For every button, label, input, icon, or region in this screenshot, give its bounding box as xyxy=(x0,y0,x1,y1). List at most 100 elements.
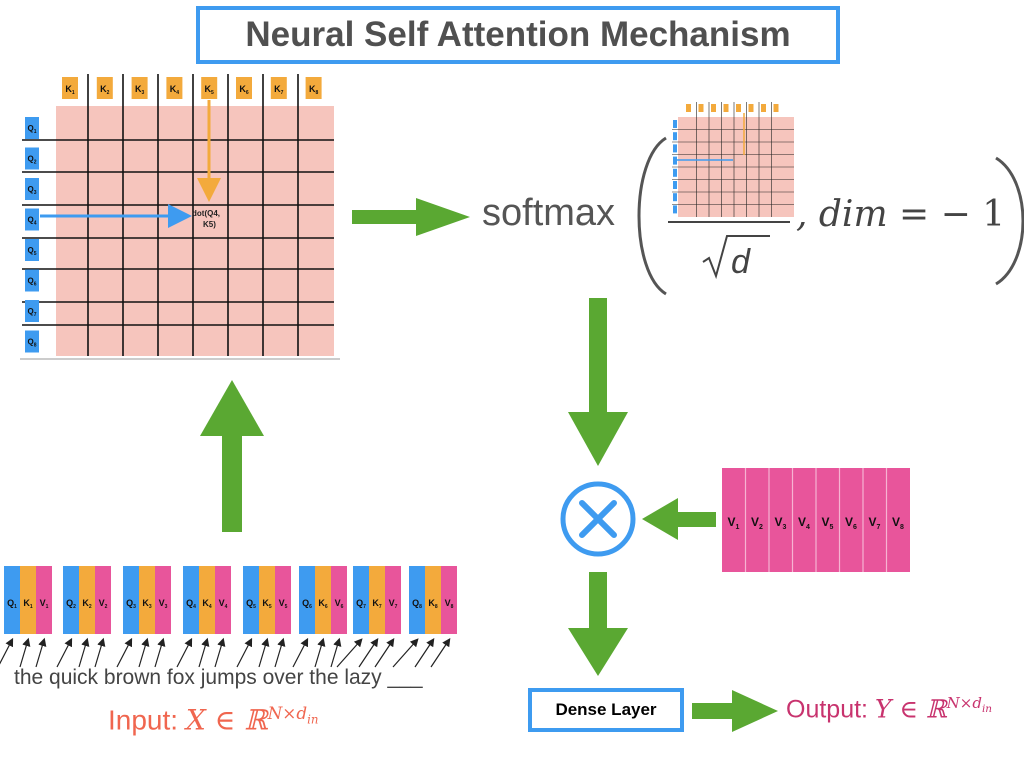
key-cell xyxy=(305,77,322,99)
query-cell xyxy=(25,300,39,322)
key-cell xyxy=(270,77,287,99)
qkv-label: Q1 xyxy=(7,598,17,610)
qkv-cell xyxy=(4,566,20,634)
query-cell xyxy=(25,239,39,261)
query-label: Q4 xyxy=(27,216,36,227)
qkv-cell xyxy=(155,566,171,634)
value-label: V4 xyxy=(798,515,810,531)
value-label: V7 xyxy=(869,515,881,531)
qkv-label: K4 xyxy=(202,598,212,610)
multiply-operator xyxy=(560,481,636,557)
mini-key-cell xyxy=(723,104,729,112)
value-label: V5 xyxy=(822,515,834,531)
output-label-prefix: Output: xyxy=(786,695,875,724)
arrow-values-to-multiply xyxy=(642,498,716,540)
qkv-label: K3 xyxy=(142,598,152,610)
query-cell xyxy=(25,208,39,231)
qkv-label: Q2 xyxy=(66,598,76,610)
qkv-label: V6 xyxy=(335,598,344,610)
input-label-sub: in xyxy=(307,712,319,727)
input-label-sup: N×d xyxy=(267,703,308,723)
mini-key-cell xyxy=(686,104,691,112)
output-label-sup: N×d xyxy=(946,694,982,712)
qkv-cell xyxy=(331,566,347,634)
mini-query-cell xyxy=(673,144,677,153)
qkv-cell xyxy=(409,566,425,634)
qkv-label: Q8 xyxy=(412,598,422,610)
mini-key-cell xyxy=(698,104,704,112)
qkv-cell xyxy=(259,566,275,634)
qkv-label: Q4 xyxy=(186,598,196,610)
qkv-label: K1 xyxy=(23,598,33,610)
qkv-label: Q7 xyxy=(356,598,366,610)
qkv-label: V3 xyxy=(159,598,168,610)
mini-query-cell xyxy=(673,120,677,128)
arrow-to-output xyxy=(692,690,778,732)
key-cell xyxy=(236,77,252,99)
qkv-label: Q3 xyxy=(126,598,136,610)
qkv-cell xyxy=(20,566,36,634)
qkv-label: Q5 xyxy=(246,598,256,610)
query-cell xyxy=(25,147,39,170)
qkv-cell xyxy=(369,566,385,634)
key-cell xyxy=(166,77,183,99)
mini-query-cell xyxy=(673,168,677,177)
value-label: V3 xyxy=(775,515,787,531)
qkv-cell xyxy=(385,566,401,634)
mini-key-cell xyxy=(748,104,754,112)
sqrt-symbol xyxy=(702,235,770,280)
left-paren xyxy=(637,136,667,296)
qkv-cell xyxy=(315,566,331,634)
key-cell xyxy=(131,77,148,99)
mini-key-cell xyxy=(736,104,741,112)
qkv-cell xyxy=(95,566,111,634)
dot-product-label-2: K5) xyxy=(203,220,216,229)
diagram-title: Neural Self Attention Mechanism xyxy=(196,6,840,64)
qkv-cell xyxy=(299,566,315,634)
mini-key-cell xyxy=(761,104,766,112)
query-cell xyxy=(25,269,39,292)
qkv-label: V5 xyxy=(279,598,288,610)
query-cell xyxy=(25,117,39,139)
output-label-math: Y ∈ ℝ xyxy=(874,694,947,724)
query-label: Q7 xyxy=(27,307,36,318)
arrow-to-dense xyxy=(568,572,628,676)
qkv-cell xyxy=(441,566,457,634)
qkv-cell xyxy=(199,566,215,634)
qkv-label: V7 xyxy=(389,598,398,610)
query-label: Q5 xyxy=(27,246,36,257)
mini-query-cell xyxy=(673,193,677,202)
arrow-to-multiply xyxy=(568,298,628,466)
arrow-to-matrix xyxy=(200,380,264,532)
qkv-label: K6 xyxy=(318,598,328,610)
qkv-cell xyxy=(63,566,79,634)
dense-layer-box: Dense Layer xyxy=(528,688,684,732)
mini-query-cell xyxy=(673,156,677,165)
key-label: K3 xyxy=(135,84,145,96)
qkv-label: K2 xyxy=(82,598,92,610)
sqrt-d: d xyxy=(731,243,751,281)
qkv-label: K8 xyxy=(428,598,438,610)
qkv-cell xyxy=(123,566,139,634)
mini-attention-matrix xyxy=(672,102,794,217)
input-label: Input: X ∈ ℝN×din xyxy=(108,703,318,736)
mini-query-cell xyxy=(673,132,677,141)
softmax-word: softmax xyxy=(482,192,616,234)
value-label: V6 xyxy=(845,515,857,531)
mini-query-cell xyxy=(673,181,677,189)
right-paren xyxy=(995,156,1024,286)
output-label-sub: in xyxy=(981,703,993,715)
query-label: Q2 xyxy=(27,155,36,166)
qkv-label: V2 xyxy=(99,598,108,610)
qkv-label: V8 xyxy=(445,598,454,610)
qkv-label: Q6 xyxy=(302,598,312,610)
qkv-cell xyxy=(353,566,369,634)
value-label: V2 xyxy=(751,515,763,531)
query-cell xyxy=(25,330,39,353)
mini-key-cell xyxy=(773,104,779,112)
key-label: K4 xyxy=(170,84,180,96)
key-label: K5 xyxy=(205,84,215,96)
